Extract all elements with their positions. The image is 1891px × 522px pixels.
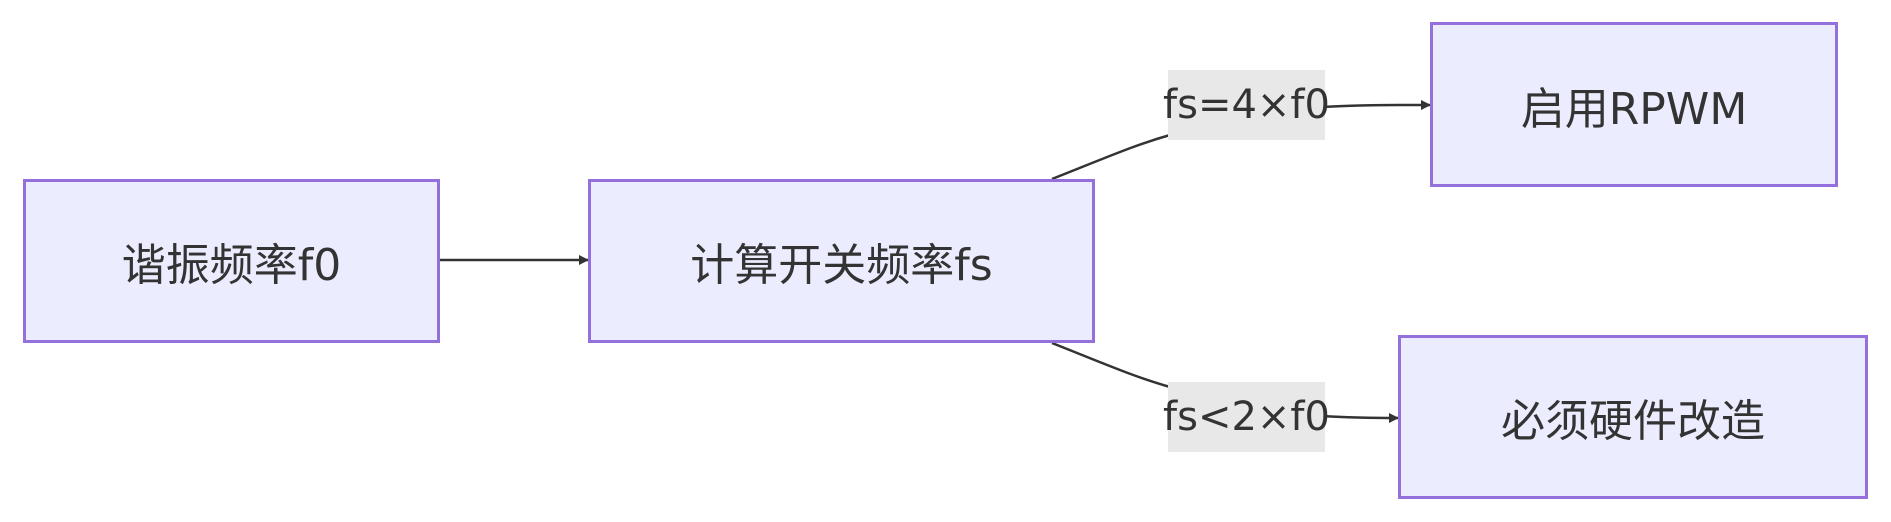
edge-label-fs-eq-4f0: fs=4×f0 — [1163, 70, 1330, 140]
node-hardware-modification: 必须硬件改造 — [1398, 335, 1868, 499]
node-enable-rpwm-label: 启用RPWM — [1520, 83, 1748, 135]
node-enable-rpwm: 启用RPWM — [1430, 22, 1838, 187]
edge-compute-to-hardware — [1051, 341, 1398, 418]
node-resonant-frequency-label: 谐振频率f0 — [121, 240, 342, 291]
edge-label-fs-lt-2f0-text: fs<2×f0 — [1163, 394, 1330, 440]
edge-label-fs-eq-4f0-text: fs=4×f0 — [1163, 82, 1330, 128]
edge-label-fs-lt-2f0: fs<2×f0 — [1163, 382, 1330, 452]
node-compute-switching-frequency: 计算开关频率fs — [588, 179, 1095, 343]
node-compute-switching-frequency-label: 计算开关频率fs — [690, 240, 993, 291]
node-hardware-modification-label: 必须硬件改造 — [1501, 396, 1765, 447]
edge-compute-to-rpwm — [1051, 105, 1430, 181]
node-resonant-frequency: 谐振频率f0 — [23, 179, 440, 343]
